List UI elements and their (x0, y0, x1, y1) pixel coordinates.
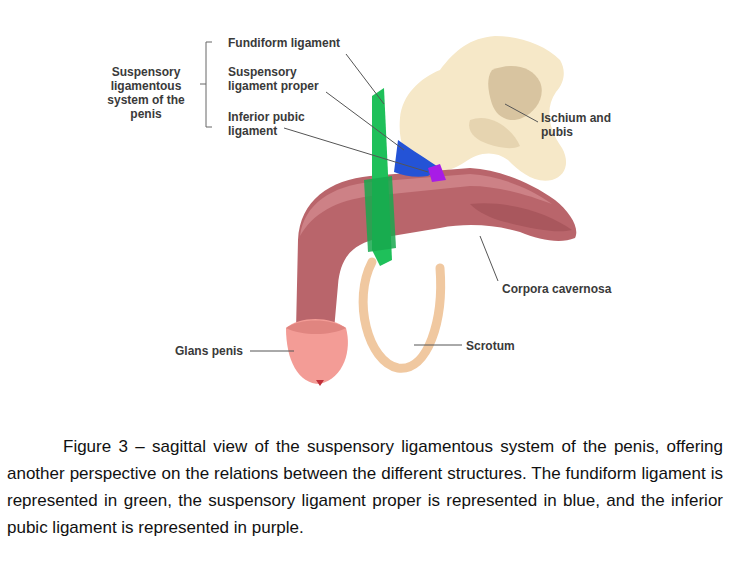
bone-shadow (469, 118, 520, 148)
glans-penis (286, 319, 348, 384)
meatus (316, 380, 324, 386)
scrotum (363, 262, 440, 368)
part-label: Scrotum (466, 339, 546, 353)
inferior-pubic-ligament (428, 164, 446, 182)
crus (470, 203, 572, 231)
part-label: Suspensory ligament proper (228, 65, 328, 93)
figure-caption: Figure 3 – sagittal view of the suspenso… (7, 433, 723, 541)
part-label: Corpora cavernosa (502, 282, 642, 296)
group-bracket (200, 42, 212, 127)
part-label: Glans penis (175, 344, 255, 358)
leader-lines (250, 54, 538, 351)
corpora-cavernosa (296, 168, 576, 330)
fundiform-ligament-loop (364, 176, 396, 252)
part-label: Inferior pubic ligament (228, 110, 320, 138)
shaft-highlight (300, 174, 552, 236)
bone-shadow (488, 66, 542, 120)
glans-rim (286, 321, 346, 335)
part-label: Fundiform ligament (228, 36, 368, 50)
group-label: Suspensory ligamentous system of the pen… (98, 65, 194, 121)
anatomy-illustration (0, 0, 730, 400)
part-label: Ischium and pubis (541, 111, 631, 139)
